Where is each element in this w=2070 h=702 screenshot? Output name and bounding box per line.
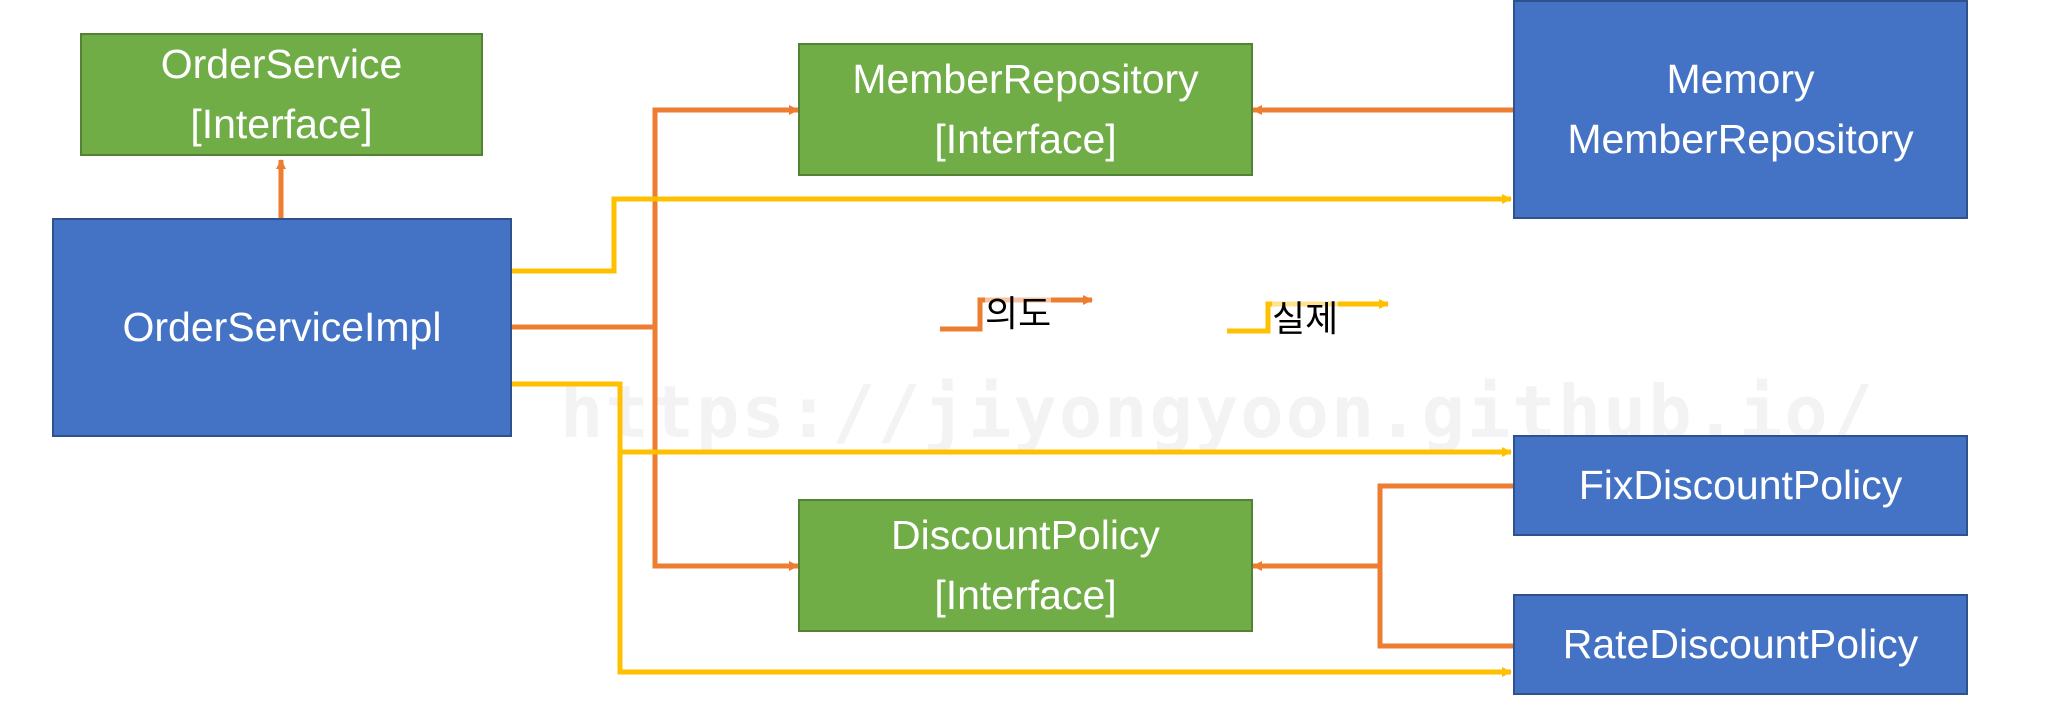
arrow-impl-to-discountpolicy [652, 327, 799, 571]
orderserviceimpl-box: OrderServiceImpl [52, 218, 512, 437]
fixdiscountpolicy-title: FixDiscountPolicy [1578, 461, 1903, 508]
memory-memberrepository-line1: Memory [1666, 56, 1815, 103]
orderservice-subtitle: [Interface] [190, 100, 373, 147]
memberrepository-subtitle: [Interface] [934, 115, 1117, 162]
orderserviceimpl-title: OrderServiceImpl [122, 303, 442, 350]
arrow-impl-to-fix [512, 381, 1512, 457]
legend-actual-label: 실제 [1272, 290, 1339, 342]
discountpolicy-title: DiscountPolicy [891, 512, 1160, 559]
legend-intended-label: 의도 [985, 285, 1052, 337]
ratediscountpolicy-title: RateDiscountPolicy [1562, 620, 1919, 667]
ratediscountpolicy-box: RateDiscountPolicy [1513, 594, 1968, 695]
arrow-impl-to-rate [617, 452, 1512, 677]
arrow-fix-to-discountpolicy [1253, 483, 1513, 649]
memory-memberrepository-line2: MemberRepository [1567, 115, 1914, 162]
memberrepository-title: MemberRepository [852, 56, 1199, 103]
arrow-impl-to-memberrepository [512, 105, 799, 330]
arrow-impl-to-memory [512, 194, 1512, 274]
memberrepository-interface-box: MemberRepository [Interface] [798, 43, 1253, 176]
orderservice-title: OrderService [160, 41, 403, 88]
fixdiscountpolicy-box: FixDiscountPolicy [1513, 435, 1968, 536]
orderservice-interface-box: OrderService [Interface] [80, 33, 483, 156]
discountpolicy-interface-box: DiscountPolicy [Interface] [798, 499, 1253, 632]
discountpolicy-subtitle: [Interface] [934, 571, 1117, 618]
memory-memberrepository-box: Memory MemberRepository [1513, 0, 1968, 219]
